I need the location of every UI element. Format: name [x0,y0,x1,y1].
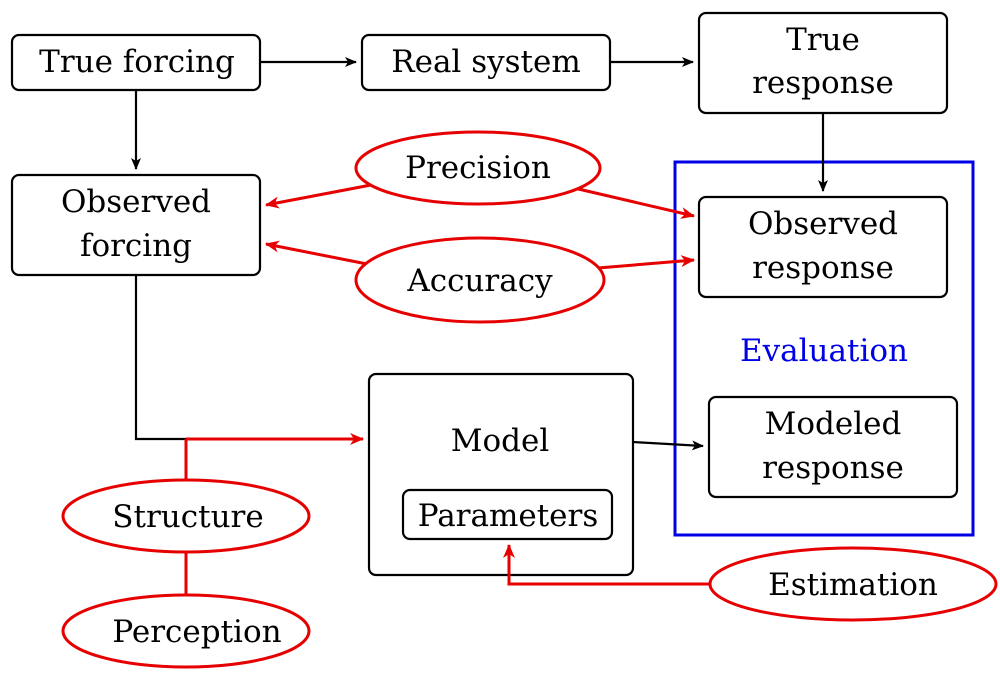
evaluation-label: Evaluation [740,333,908,369]
arrow-precision-to-observed-forcing [265,183,372,209]
model-box: Model [367,372,635,577]
parameters-label: Parameters [418,498,599,534]
observed-response-label-1: Observed [748,206,898,242]
estimation-label: Estimation [768,567,938,603]
modeled-response-label-2: response [762,450,904,486]
true-response-label-1: True [786,22,860,58]
observed-forcing-label-2: forcing [80,228,192,264]
modeled-response-box: Modeled response [707,395,959,499]
accuracy-label: Accuracy [406,263,553,299]
true-response-box: True response [697,11,949,115]
perception-label: Perception [112,614,281,650]
true-forcing-box: True forcing [10,33,262,92]
arrow-model-to-modeled-response [632,440,704,451]
real-system-box: Real system [360,33,612,92]
accuracy-oval: Accuracy [354,236,606,324]
modeled-response-label-1: Modeled [765,406,902,442]
precision-oval: Precision [354,130,602,206]
parameters-box: Parameters [401,488,614,541]
observed-forcing-box: Observed forcing [10,173,262,277]
real-system-label: Real system [391,44,580,80]
arrow-accuracy-to-observed-response [597,255,695,270]
observed-response-label-2: response [752,250,894,286]
arrow-precision-to-observed-response [573,186,695,219]
true-response-label-2: response [752,65,894,101]
observed-forcing-label-1: Observed [61,184,211,220]
structure-label: Structure [112,499,263,535]
arrow-accuracy-to-observed-forcing [265,240,368,266]
model-label: Model [451,423,550,459]
precision-label: Precision [405,150,551,186]
structure-oval: Structure [61,478,311,554]
observed-response-box: Observed response [697,195,949,299]
estimation-oval: Estimation [708,546,998,622]
line-observed-forcing-down [134,275,186,441]
arrow-estimation-to-parameters [503,544,710,586]
true-forcing-label: True forcing [39,44,235,80]
perception-oval: Perception [61,593,311,669]
